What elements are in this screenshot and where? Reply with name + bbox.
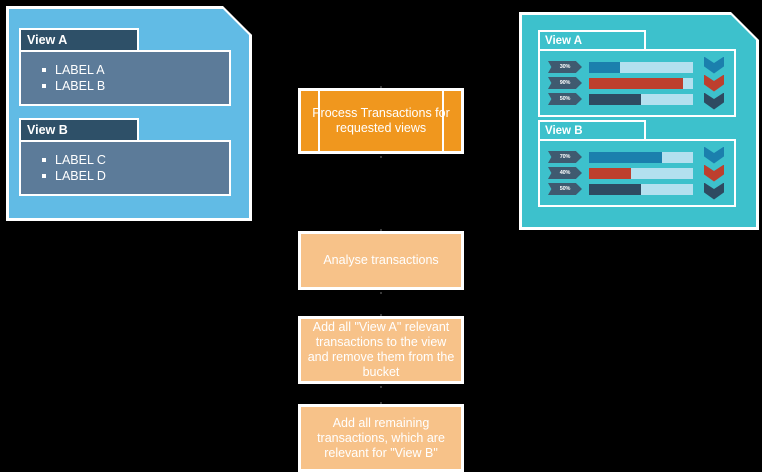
connector-dot <box>380 314 382 316</box>
list-item: LABEL C <box>42 152 229 168</box>
connector-dot <box>380 156 382 158</box>
predefined-process-right-bar-icon <box>442 91 444 151</box>
connector-dot <box>380 292 382 294</box>
bar-chart-row: 30% <box>548 61 694 73</box>
flow-step-label: Analyse transactions <box>323 253 439 267</box>
views-result-document: View A 30% 90% 50% <box>519 12 759 230</box>
bar-track <box>589 93 693 105</box>
view-group-a: View A LABEL A LABEL B <box>19 28 231 106</box>
view-a-label-list: LABEL A LABEL B <box>21 62 229 94</box>
result-view-b-chart: 70% 40% 50% <box>538 139 736 207</box>
predefined-process-left-bar-icon <box>318 91 320 151</box>
result-view-a-chart: 30% 90% 50% <box>538 49 736 117</box>
flow-step-add-view-b[interactable]: Add all remaining transactions, which ar… <box>298 404 464 472</box>
bar-track <box>589 183 693 195</box>
result-group-b: View B 70% 40% 50% <box>538 120 736 207</box>
connector-dot <box>380 86 382 88</box>
list-item: LABEL A <box>42 62 229 78</box>
chevron-down-icon <box>704 74 724 92</box>
bar-chart-row: 50% <box>548 93 694 105</box>
bar-chart-row: 90% <box>548 77 694 89</box>
bar-value-tag: 30% <box>548 61 582 73</box>
list-item: LABEL D <box>42 168 229 184</box>
view-group-b: View B LABEL C LABEL D <box>19 118 231 196</box>
bar-fill <box>589 151 662 163</box>
flow-step-label: Process Transactions for requested views <box>312 106 450 135</box>
view-b-tab[interactable]: View B <box>19 118 139 142</box>
result-view-b-tab-label: View B <box>545 124 583 137</box>
flow-step-process-transactions[interactable]: Process Transactions for requested views <box>298 88 464 154</box>
result-view-a-tab-label: View A <box>545 34 583 47</box>
bar-chart-row: 50% <box>548 183 694 195</box>
list-item: LABEL B <box>42 78 229 94</box>
bar-track <box>589 167 693 179</box>
bar-chart-rows: 70% 40% 50% <box>540 151 694 195</box>
bar-fill <box>589 61 621 73</box>
bar-track <box>589 151 693 163</box>
chevron-stack-a <box>694 55 734 111</box>
chevron-down-icon <box>704 56 724 74</box>
view-b-tab-label: View B <box>27 123 68 137</box>
flow-step-label: Add all remaining transactions, which ar… <box>317 415 445 460</box>
bar-value-tag: 70% <box>548 151 582 163</box>
view-b-label-list: LABEL C LABEL D <box>21 152 229 184</box>
bar-chart-rows: 30% 90% 50% <box>540 61 694 105</box>
bar-chart-row: 40% <box>548 167 694 179</box>
bar-fill <box>589 183 641 195</box>
result-view-a-tab[interactable]: View A <box>538 30 646 51</box>
views-definition-document: View A LABEL A LABEL B View B LABEL C LA… <box>6 6 252 221</box>
view-a-tab-label: View A <box>27 33 68 47</box>
chevron-down-icon <box>704 182 724 200</box>
flow-step-analyse-transactions[interactable]: Analyse transactions <box>298 231 464 290</box>
bar-fill <box>589 167 631 179</box>
connector-dot <box>380 402 382 404</box>
chevron-down-icon <box>704 92 724 110</box>
chevron-down-icon <box>704 164 724 182</box>
chevron-down-icon <box>704 146 724 164</box>
bar-chart-row: 70% <box>548 151 694 163</box>
view-a-label-box: LABEL A LABEL B <box>19 50 231 106</box>
bar-value-tag: 40% <box>548 167 582 179</box>
bar-fill <box>589 93 641 105</box>
result-group-a: View A 30% 90% 50% <box>538 30 736 117</box>
chevron-stack-b <box>694 145 734 201</box>
flow-step-label: Add all "View A" relevant transactions t… <box>307 320 455 379</box>
flow-step-add-view-a[interactable]: Add all "View A" relevant transactions t… <box>298 316 464 384</box>
view-b-label-box: LABEL C LABEL D <box>19 140 231 196</box>
connector-dot <box>380 386 382 388</box>
bar-fill <box>589 77 683 89</box>
view-a-tab[interactable]: View A <box>19 28 139 52</box>
connector-dot <box>380 229 382 231</box>
result-view-b-tab[interactable]: View B <box>538 120 646 141</box>
bar-value-tag: 90% <box>548 77 582 89</box>
bar-track <box>589 77 693 89</box>
bar-track <box>589 61 693 73</box>
bar-value-tag: 50% <box>548 93 582 105</box>
bar-value-tag: 50% <box>548 183 582 195</box>
